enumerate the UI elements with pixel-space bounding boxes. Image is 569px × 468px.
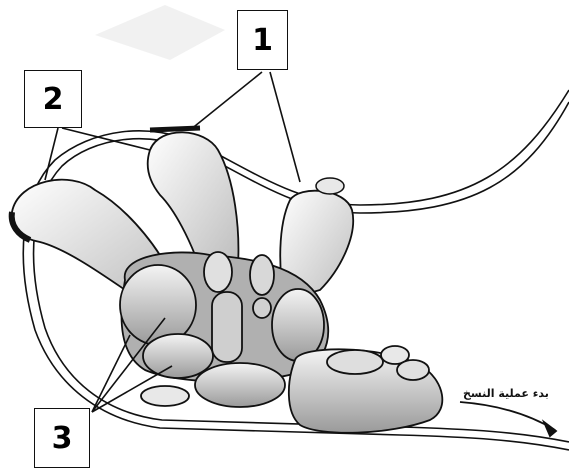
transcription-caption: بدء عملية النسخ xyxy=(463,387,549,400)
label-box-3: 3 xyxy=(34,408,90,468)
watermark xyxy=(95,5,225,60)
label-box-2: 2 xyxy=(24,70,82,128)
label-2-text: 2 xyxy=(43,82,64,117)
trna-middle xyxy=(148,128,239,268)
label-1-text: 1 xyxy=(252,23,273,58)
label-box-1: 1 xyxy=(237,10,288,70)
label-3-text: 3 xyxy=(52,421,73,456)
